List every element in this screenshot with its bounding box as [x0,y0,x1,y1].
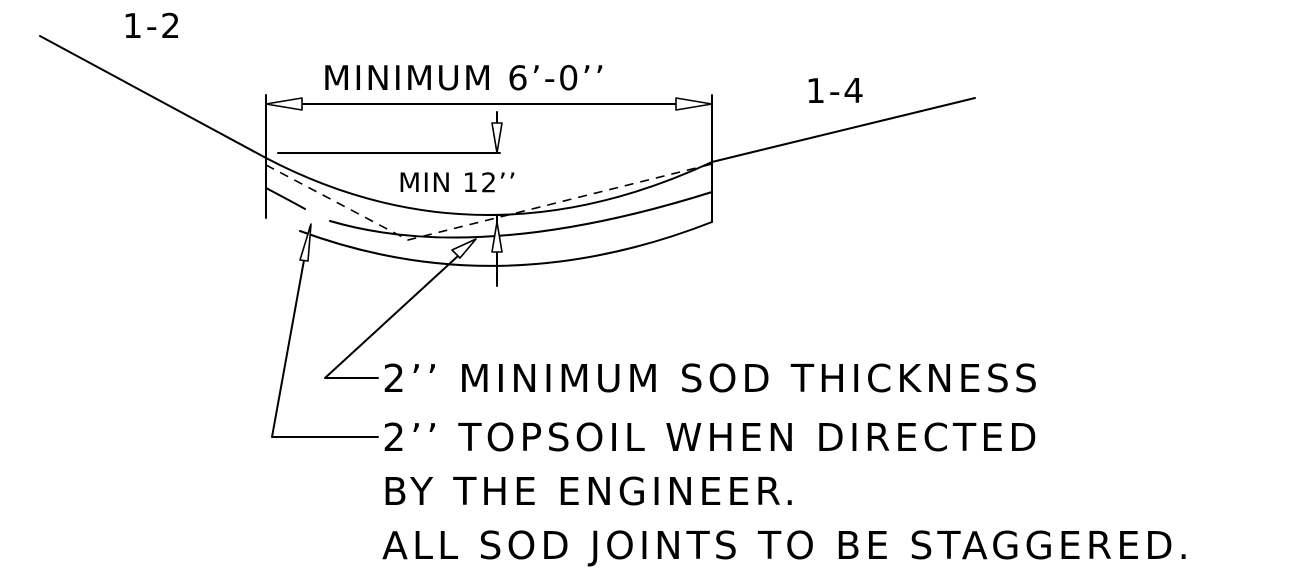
left-slope-label: 1-2 [122,7,184,47]
ditch-top-curve [265,157,713,216]
width-arrow-left-icon [265,97,303,111]
depth-arrow-down-icon [491,122,503,154]
right-slope-label: 1-4 [805,72,867,112]
topsoil-note-line-2: BY THE ENGINEER. [382,470,800,514]
topsoil-arrow-icon [299,223,312,262]
left-slope-line [39,35,267,159]
topsoil-bottom-curve [299,221,713,267]
sod-layer-curve [265,187,713,239]
sod-thickness-arrow-icon [451,238,477,259]
sod-joints-note: ALL SOD JOINTS TO BE STAGGERED. [382,524,1194,568]
topsoil-note-line-1: 2’’ TOPSOIL WHEN DIRECTED [382,416,1042,460]
depth-arrow-up-icon [491,221,503,253]
sod-thickness-leader [324,244,471,379]
original-grade-dashed-line [265,163,713,241]
width-dimension-label: MINIMUM 6’-0’’ [322,59,607,99]
right-slope-line [711,97,976,163]
depth-dimension-label: MIN 12’’ [398,168,518,199]
sod-thickness-note: 2’’ MINIMUM SOD THICKNESS [382,357,1042,401]
width-arrow-right-icon [675,97,713,111]
topsoil-leader [271,226,379,438]
